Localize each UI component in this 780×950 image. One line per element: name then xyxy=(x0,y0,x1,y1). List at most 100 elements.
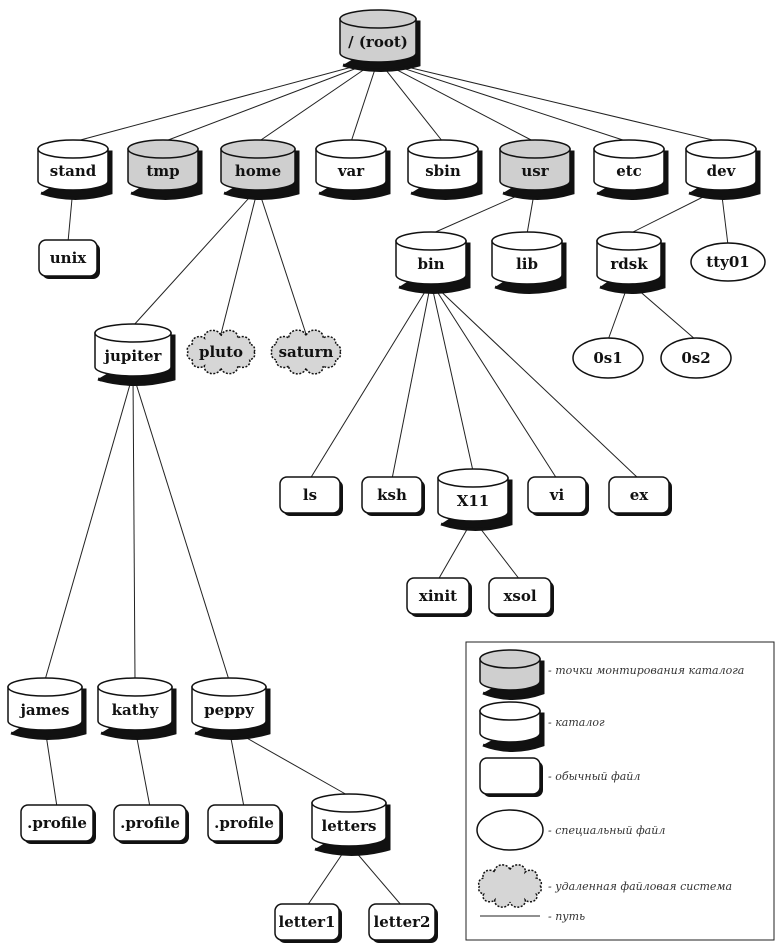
node-ksh: ksh xyxy=(361,476,425,516)
cylinder-top xyxy=(685,139,757,159)
node-label: .profile xyxy=(120,814,180,832)
cylinder-top xyxy=(311,793,387,813)
node-label: xinit xyxy=(419,587,457,605)
cylinder-body xyxy=(37,148,109,191)
node-stand: stand xyxy=(37,139,113,200)
legend-text: - обычный файл xyxy=(548,770,640,783)
node-label: var xyxy=(337,162,365,180)
node-vi: vi xyxy=(527,476,589,516)
node-letter2: letter2 xyxy=(368,903,438,943)
node-profile3: .profile xyxy=(207,804,283,844)
cylinder-body xyxy=(685,148,757,191)
special-ellipse xyxy=(476,809,544,851)
node-label: letter1 xyxy=(279,913,336,931)
cylinder-body xyxy=(7,686,83,731)
cylinder-body xyxy=(407,148,479,191)
cylinder-body xyxy=(395,240,467,285)
legend-text: - каталог xyxy=(548,716,605,729)
node-label: jupiter xyxy=(103,347,163,365)
node-rdsk: rdsk xyxy=(596,231,666,294)
cylinder-body xyxy=(596,240,662,285)
cylinder-body xyxy=(191,686,267,731)
node-label: peppy xyxy=(204,701,255,719)
node-label: 0s2 xyxy=(681,349,710,367)
node-label: ex xyxy=(630,486,650,504)
node-label: rdsk xyxy=(610,255,648,273)
edge-bin-ex xyxy=(430,281,640,480)
node-profile2: .profile xyxy=(113,804,189,844)
cylinder-top xyxy=(395,231,467,251)
node-letters: letters xyxy=(311,793,391,856)
edge-james-profile1 xyxy=(44,727,58,808)
node-label: home xyxy=(235,162,281,180)
node-0s1: 0s1 xyxy=(572,337,644,379)
node-label: sbin xyxy=(425,162,461,180)
node-label: ls xyxy=(303,486,317,504)
legend-text: - специальный файл xyxy=(548,824,665,837)
node-label: pluto xyxy=(199,343,243,361)
cylinder-body xyxy=(491,240,563,285)
edge-peppy-profile3 xyxy=(228,727,245,808)
legend-item-remote: - удаленная файловая система xyxy=(477,864,732,908)
remote-cloud xyxy=(270,329,342,375)
edge-root-var xyxy=(350,59,379,143)
node-usr: usr xyxy=(499,139,575,200)
node-letter1: letter1 xyxy=(274,903,342,943)
legend-item-file: - обычный файл xyxy=(479,757,640,797)
node-label: ksh xyxy=(377,486,407,504)
file-box xyxy=(406,577,470,615)
legend-text: - удаленная файловая система xyxy=(548,880,732,893)
node-label: lib xyxy=(516,255,538,273)
node-tmp: tmp xyxy=(127,139,203,200)
node-label: unix xyxy=(50,249,88,267)
node-label: stand xyxy=(50,162,97,180)
edges-layer xyxy=(44,59,729,907)
file-box xyxy=(361,476,423,514)
node-label: .profile xyxy=(214,814,274,832)
node-lib: lib xyxy=(491,231,567,294)
node-etc: etc xyxy=(593,139,669,200)
legend-box: - точки монтирования каталога - каталог - … xyxy=(465,641,775,941)
node-root: / (root) xyxy=(339,9,421,72)
cylinder-body xyxy=(593,148,665,191)
cylinder-top xyxy=(491,231,563,251)
edge-root-usr xyxy=(377,59,536,143)
edge-root-home xyxy=(257,59,379,143)
cylinder-top xyxy=(127,139,199,159)
node-unix: unix xyxy=(38,239,100,279)
legend-item-mount: - точки монтирования каталога xyxy=(479,649,744,700)
file-box xyxy=(279,476,341,514)
node-label: / (root) xyxy=(348,33,408,51)
node-X11: X11 xyxy=(437,468,513,531)
legend-item-path: - путь xyxy=(480,910,585,923)
node-label: etc xyxy=(616,162,642,180)
cylinder-body xyxy=(127,148,199,191)
node-label: .profile xyxy=(27,814,87,832)
legend-item-dir: - каталог xyxy=(479,701,605,752)
node-label: bin xyxy=(417,255,444,273)
edge-bin-ls xyxy=(309,281,432,480)
cylinder-body xyxy=(311,802,387,847)
node-label: tmp xyxy=(146,162,179,180)
node-pluto: pluto xyxy=(186,329,256,375)
cylinder-top xyxy=(7,677,83,697)
file-box xyxy=(274,903,340,941)
legend-text: - путь xyxy=(548,910,585,923)
node-tty01: tty01 xyxy=(690,242,766,282)
node-label: james xyxy=(18,701,69,719)
node-xinit: xinit xyxy=(406,577,472,617)
cylinder-top xyxy=(437,468,509,488)
node-0s2: 0s2 xyxy=(660,337,732,379)
cylinder-body xyxy=(437,477,509,522)
special-ellipse xyxy=(690,242,766,282)
cylinder-top xyxy=(479,701,541,721)
node-bin: bin xyxy=(395,231,471,294)
node-xsol: xsol xyxy=(488,577,554,617)
file-box xyxy=(38,239,98,277)
file-box xyxy=(113,804,187,842)
node-label: letter2 xyxy=(374,913,431,931)
node-kathy: kathy xyxy=(97,677,177,740)
edge-kathy-profile2 xyxy=(134,727,151,808)
